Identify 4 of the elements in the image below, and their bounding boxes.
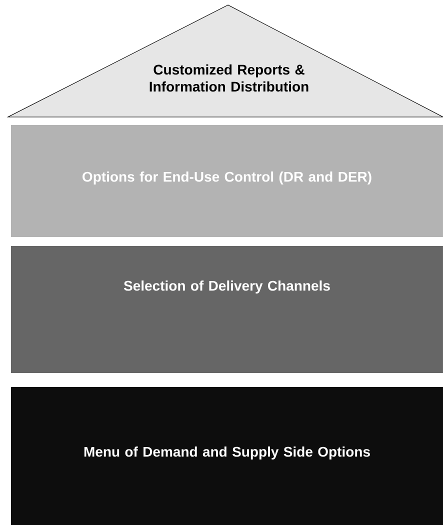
layer-band: Selection of Delivery Channels <box>11 246 443 373</box>
pyramid-top-triangle: Customized Reports & Information Distribution <box>6 4 443 118</box>
layer-band: Options for End-Use Control (DR and DER) <box>11 125 443 237</box>
layer-band: Menu of Demand and Supply Side Options <box>11 387 443 525</box>
